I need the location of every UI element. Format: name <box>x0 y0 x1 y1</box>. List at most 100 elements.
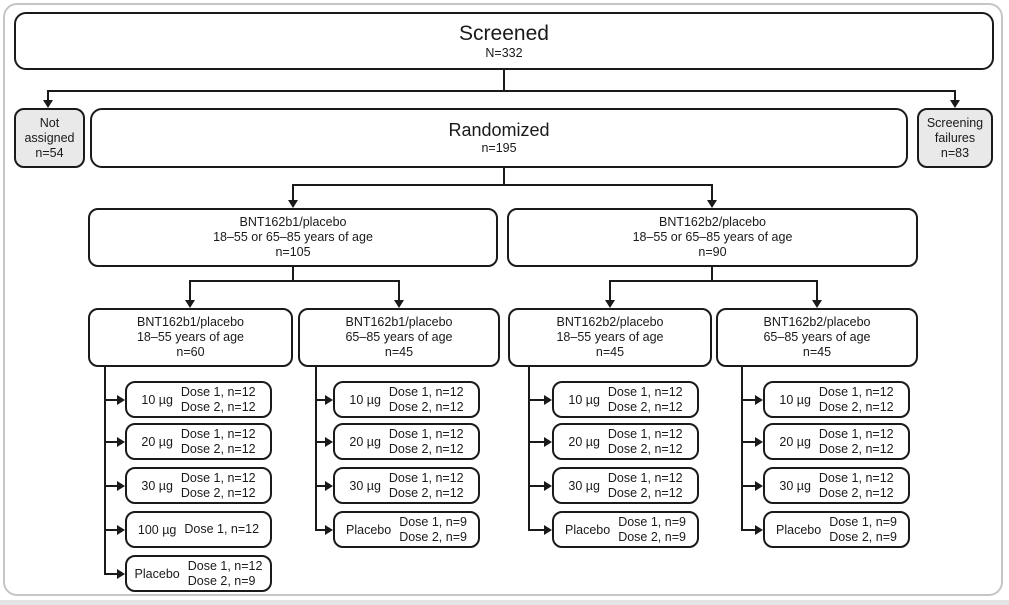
arrowhead-dose <box>755 395 763 405</box>
dose-line: Dose 1, n=12 <box>388 470 464 485</box>
group-box-b1-younger: BNT162b1/placebo 18–55 years of age n=60 <box>88 308 293 367</box>
dose-label: 10 µg <box>779 392 811 407</box>
connector-screened-down <box>503 70 505 91</box>
group-count: n=45 <box>595 345 625 359</box>
arrowhead-dose <box>544 481 552 491</box>
arrowhead-arm-b1 <box>288 200 298 208</box>
dose-line: Dose 1, n=12 <box>187 558 263 573</box>
connector-dose-shaft <box>104 399 117 401</box>
dose-line: Dose 2, n=9 <box>187 573 256 588</box>
dose-label: 100 µg <box>137 522 177 537</box>
dose-line: Dose 1, n=9 <box>618 514 686 529</box>
connector-dose-shaft <box>315 399 325 401</box>
dose-line: Dose 2, n=12 <box>388 399 464 414</box>
dose-line: Dose 2, n=12 <box>180 441 256 456</box>
connector-dose-shaft <box>741 441 755 443</box>
arrowhead-dose <box>117 395 125 405</box>
dose-label: 30 µg <box>349 478 381 493</box>
connector-dose-elbow <box>104 367 106 575</box>
dose-line: Dose 1, n=9 <box>829 514 897 529</box>
dose-line: Dose 2, n=12 <box>607 399 683 414</box>
group-name: BNT162b1/placebo <box>136 315 245 329</box>
randomized-count: n=195 <box>481 141 517 155</box>
connector-arm-b1-shaft <box>292 184 294 201</box>
connector-dose-shaft <box>528 399 544 401</box>
arrowhead-b2-older <box>812 300 822 308</box>
screening-failures-line: failures <box>934 130 976 145</box>
screened-box: Screened N=332 <box>14 12 994 70</box>
arrowhead-dose <box>117 569 125 579</box>
screening-failures-line: Screening <box>926 115 984 130</box>
arm-b2-ages: 18–55 or 65–85 years of age <box>632 230 793 244</box>
arrowhead-dose <box>325 437 333 447</box>
connector-dose-shaft <box>104 485 117 487</box>
figure-bottom-edge <box>0 600 1009 605</box>
dose-label: 30 µg <box>141 478 173 493</box>
group-count: n=45 <box>384 345 414 359</box>
not-assigned-count: n=54 <box>35 145 64 160</box>
dose-line: Dose 1, n=12 <box>607 470 683 485</box>
group-box-b2-older: BNT162b2/placebo 65–85 years of age n=45 <box>716 308 918 367</box>
screened-count: N=332 <box>485 45 523 60</box>
group-box-b2-younger: BNT162b2/placebo 18–55 years of age n=45 <box>508 308 712 367</box>
arrowhead-dose <box>544 525 552 535</box>
dose-line: Dose 2, n=12 <box>607 441 683 456</box>
arrowhead-b1-young <box>185 300 195 308</box>
dose-label: 30 µg <box>568 478 600 493</box>
dose-label: Placebo <box>565 522 611 537</box>
dose-line: Dose 2, n=12 <box>388 441 464 456</box>
connector-b2-down <box>711 267 713 281</box>
group-ages: 18–55 years of age <box>136 330 245 344</box>
arm-b2-count: n=90 <box>698 245 727 259</box>
arm-b1-ages: 18–55 or 65–85 years of age <box>213 230 373 244</box>
dose-label: 20 µg <box>349 434 381 449</box>
group-name: BNT162b2/placebo <box>556 315 664 329</box>
connector-dose-elbow <box>315 367 317 531</box>
dose-label: 20 µg <box>141 434 173 449</box>
dose-line: Dose 2, n=12 <box>818 441 894 456</box>
connector-randomized-down <box>503 168 505 185</box>
connector-dose-shaft <box>528 529 544 531</box>
connector-dose-shaft <box>741 485 755 487</box>
connector-dose-shaft <box>741 529 755 531</box>
connector-dose-shaft <box>104 573 117 575</box>
arrowhead-dose <box>325 525 333 535</box>
dose-label: Placebo <box>776 522 822 537</box>
connector-b1-young-shaft <box>189 280 191 301</box>
dose-line: Dose 1, n=12 <box>818 384 894 399</box>
not-assigned-line: assigned <box>24 130 75 145</box>
arrowhead-dose <box>544 437 552 447</box>
arrowhead-arm-b2 <box>707 200 717 208</box>
connector-dose-shaft <box>315 441 325 443</box>
dose-label: 10 µg <box>349 392 381 407</box>
dose-line: Dose 1, n=12 <box>818 470 894 485</box>
screening-failures-count: n=83 <box>940 145 970 160</box>
connector-dose-shaft <box>104 441 117 443</box>
dose-line: Dose 1, n=12 <box>818 426 894 441</box>
arm-b1-count: n=105 <box>275 245 311 259</box>
dose-line: Dose 1, n=12 <box>180 384 256 399</box>
dose-line: Dose 2, n=12 <box>607 485 683 500</box>
connector-row2-branch <box>47 90 956 92</box>
group-box-b1-older: BNT162b1/placebo 65–85 years of age n=45 <box>298 308 500 367</box>
dose-line: Dose 1, n=12 <box>388 384 464 399</box>
